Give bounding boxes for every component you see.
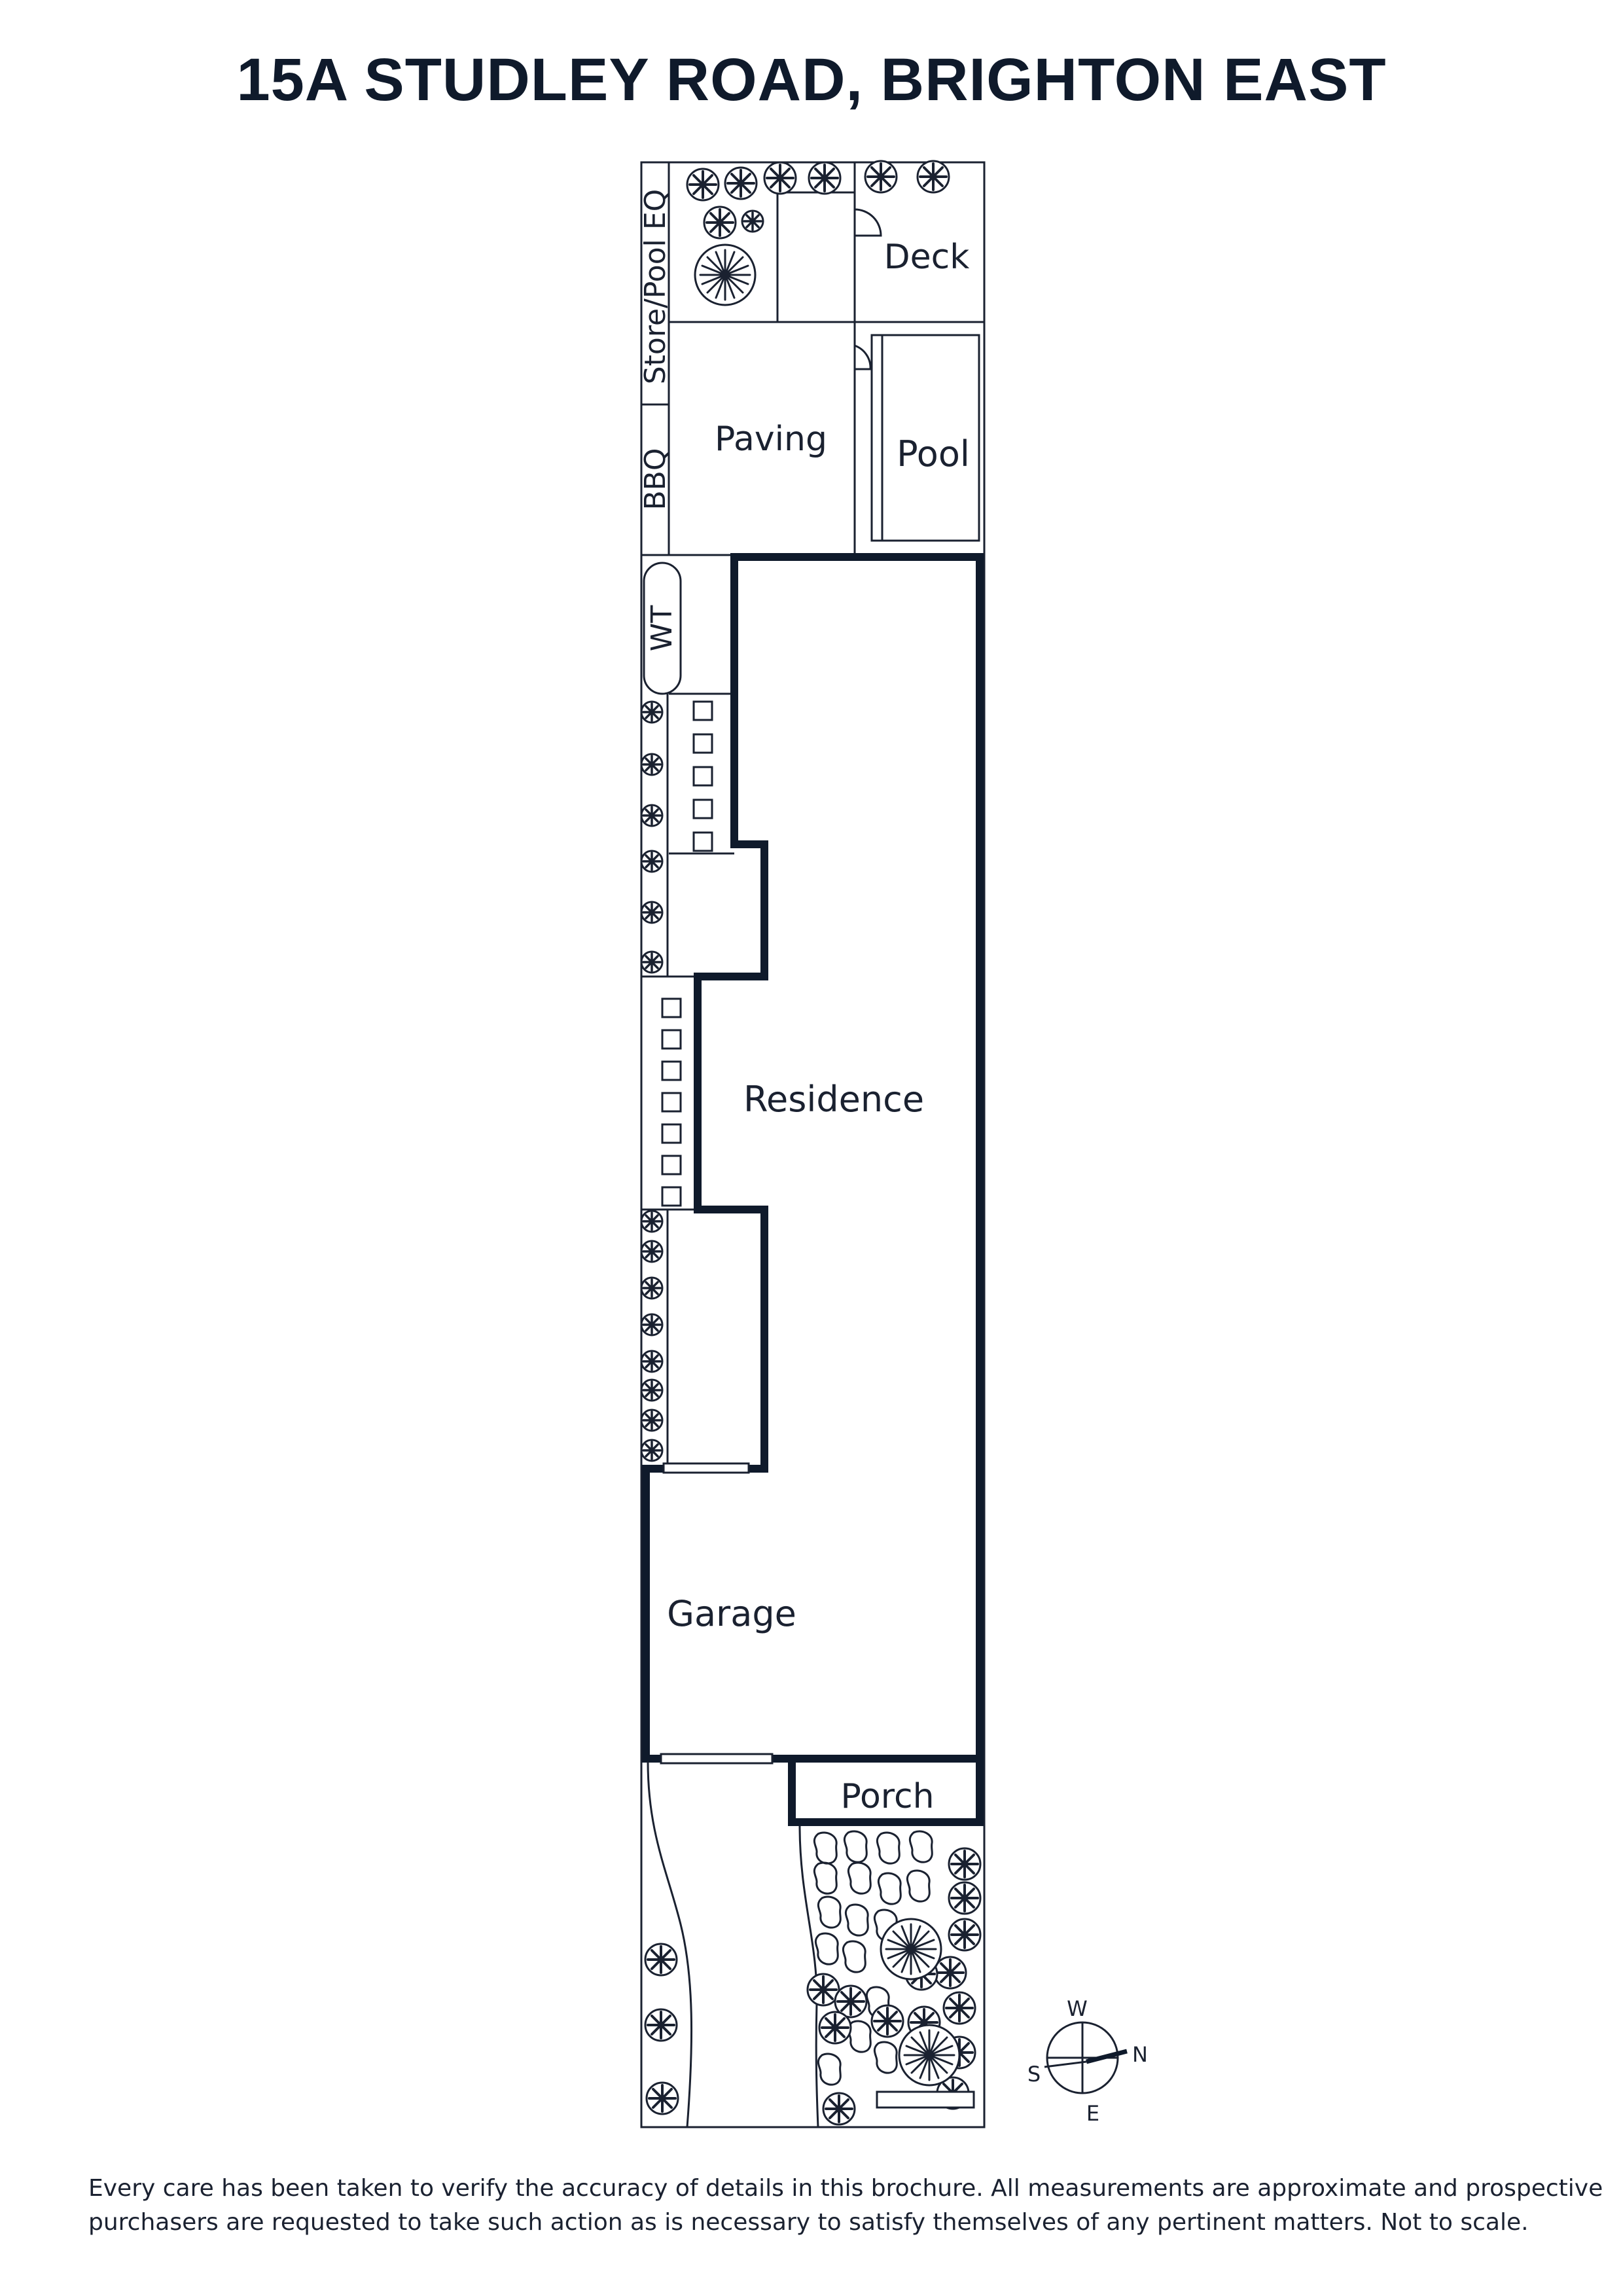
rear-yard-lines <box>641 162 984 1466</box>
label-wt: WT <box>645 605 679 652</box>
compass-icon: W N S E <box>1027 1996 1148 2126</box>
label-bbq: BBQ <box>639 448 672 510</box>
label-garage: Garage <box>667 1593 796 1634</box>
label-store-pool-eq: Store/Pool EQ <box>639 189 672 385</box>
label-deck: Deck <box>884 238 970 277</box>
disclaimer-line: Every care has been taken to verify the … <box>88 2175 1603 2202</box>
label-paving: Paving <box>715 420 827 459</box>
label-porch: Porch <box>840 1777 934 1816</box>
label-pool: Pool <box>897 433 970 475</box>
door-openings <box>660 1462 774 1765</box>
page-title: 15A STUDLEY ROAD, BRIGHTON EAST <box>236 46 1387 113</box>
compass-w: W <box>1067 1996 1088 2021</box>
label-residence: Residence <box>743 1079 924 1120</box>
compass-e: E <box>1086 2101 1099 2126</box>
disclaimer-line: purchasers are requested to take such ac… <box>88 2209 1529 2236</box>
rear-garden-trees <box>686 160 950 306</box>
front-garden <box>806 1830 982 2126</box>
compass-n: N <box>1132 2042 1148 2067</box>
stepping-pavers <box>661 700 713 1207</box>
porch-outline <box>788 1759 984 1826</box>
disclaimer: Every care has been taken to verify the … <box>88 2172 1603 2240</box>
side-path-trees <box>640 700 664 1462</box>
compass-s: S <box>1027 2062 1041 2087</box>
driveway-trees <box>644 1943 679 2115</box>
site-boundary <box>640 161 986 2128</box>
